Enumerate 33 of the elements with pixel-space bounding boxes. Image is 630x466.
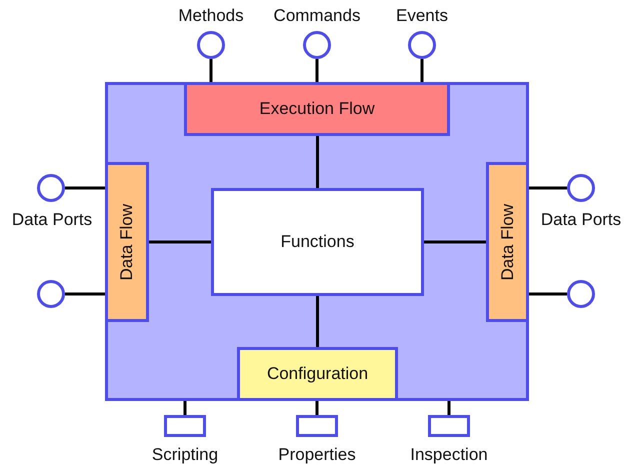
- port-label: Scripting: [152, 445, 218, 465]
- port-label: Data Ports: [12, 210, 92, 230]
- connector-line: [65, 292, 105, 296]
- port-label: Commands: [274, 6, 360, 26]
- connector-line: [65, 186, 105, 190]
- port-label: Inspection: [410, 445, 488, 465]
- connector-line: [420, 59, 424, 82]
- data-flow-block: [105, 162, 149, 322]
- block-label: Data Flow: [117, 204, 137, 280]
- block-label: Execution Flow: [259, 99, 375, 119]
- connector-line: [316, 59, 318, 82]
- connector-line: [210, 59, 212, 82]
- block-label: Data Flow: [498, 204, 518, 280]
- connector-line: [424, 240, 486, 244]
- port-label: Data Ports: [540, 210, 622, 230]
- connector-line: [184, 401, 186, 415]
- configuration-block: [237, 347, 398, 401]
- connector-line: [529, 186, 567, 190]
- block-label: Functions: [280, 232, 354, 252]
- connector-line: [316, 401, 318, 415]
- component-box: [105, 82, 529, 401]
- port-label: Properties: [278, 445, 356, 465]
- execution-block: [184, 82, 450, 136]
- connector-line: [316, 136, 319, 188]
- connector-line: [149, 240, 211, 244]
- block-label: Configuration: [266, 364, 368, 384]
- connector-line: [529, 292, 567, 296]
- connector-line: [448, 401, 450, 415]
- port-label: Events: [396, 6, 448, 26]
- functions-block: [211, 188, 424, 296]
- port-label: Methods: [178, 6, 244, 26]
- data-flow-block: [486, 162, 529, 322]
- connector-line: [316, 296, 319, 347]
